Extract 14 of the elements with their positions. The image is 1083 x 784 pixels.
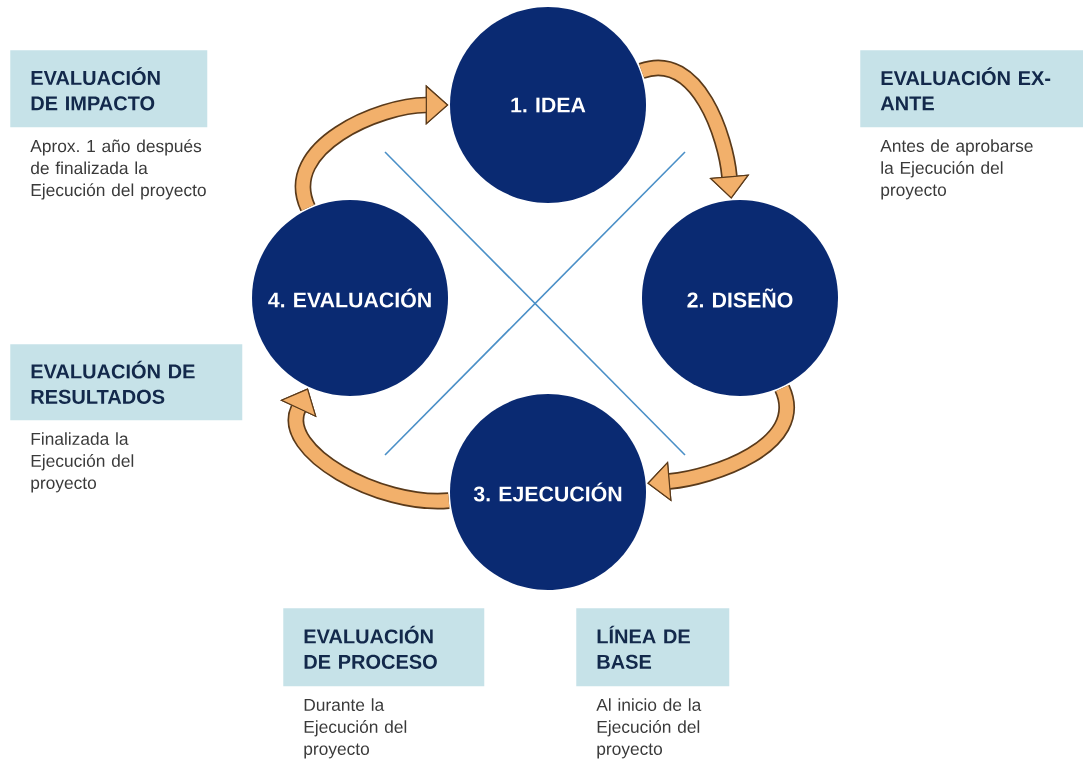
label-box: EVALUACIÓN DE PROCESO — [283, 608, 485, 687]
curved-arrow — [280, 388, 449, 510]
caption-text: Finalizada la Ejecución del proyecto — [31, 432, 134, 493]
curved-arrow — [295, 84, 449, 211]
curved-arrow — [639, 59, 750, 199]
caption-text: Al inicio de la Ejecución del proyecto — [596, 698, 702, 759]
curved-arrow — [647, 385, 795, 502]
label-box: EVALUACIÓN EX-ANTE — [860, 50, 1083, 128]
caption-text: Durante la Ejecución del proyecto — [304, 698, 407, 759]
caption-text: Aprox. 1 año después de finalizada la Ejecución del proyecto — [30, 139, 206, 200]
label-box: EVALUACIÓN DE IMPACTO — [10, 50, 208, 128]
caption-text: Antes de aprobarse la Ejecución del proyecto — [880, 139, 1033, 200]
label-box: LÍNEA DE BASE — [576, 608, 730, 687]
label-box: EVALUACIÓN DE RESULTADOS — [10, 344, 243, 421]
